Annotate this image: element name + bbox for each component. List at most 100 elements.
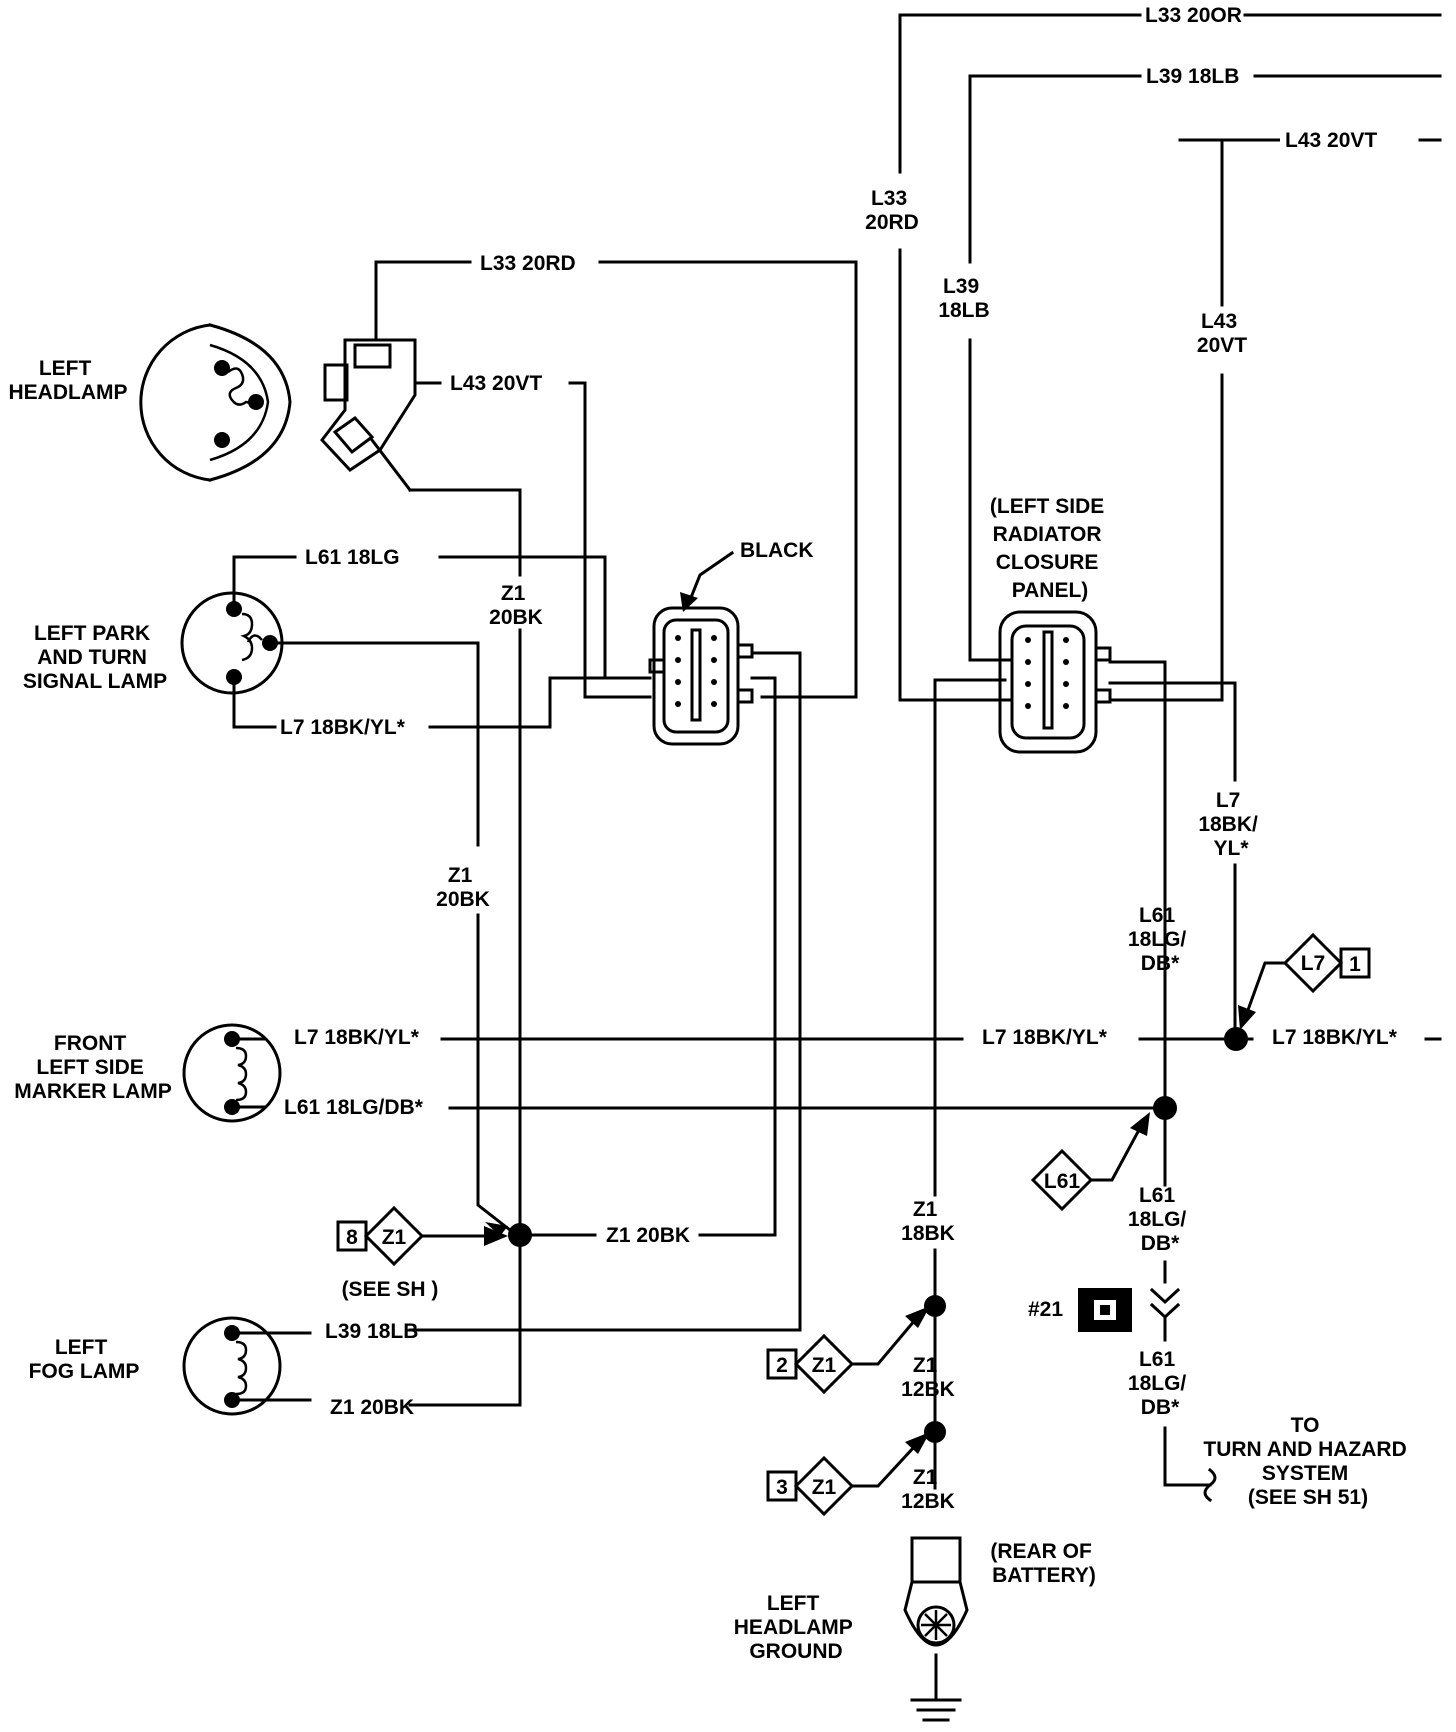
z1-splice-point: [508, 1223, 532, 1247]
park-line2: AND TURN: [37, 646, 147, 669]
ground-c-line2: 12BK: [901, 1490, 955, 1513]
z1-reference-3: [766, 1432, 930, 1517]
headlamp-line1: LEFT: [39, 357, 92, 380]
l33-vert-line2: 20RD: [865, 211, 919, 234]
fog-line2: FOG LAMP: [29, 1360, 140, 1383]
z1-reference-2: [766, 1306, 930, 1395]
z1-ref-8-label: Z1: [382, 1226, 407, 1249]
mid-z1-wire: [476, 913, 513, 1233]
l61-to-turn-hazard: [1163, 1426, 1212, 1487]
z1-splice-wire: [698, 676, 777, 1237]
park-l61-wire: [232, 555, 297, 611]
black-connector-arrow: [680, 592, 698, 612]
l33-vert-line1: L33: [871, 187, 907, 210]
wire-label-hl-l43: L43 20VT: [450, 372, 542, 395]
l61-lower-line1: L61: [1139, 1348, 1176, 1371]
top-wires: [898, 13, 1442, 702]
l61-splice: [1153, 1096, 1177, 1120]
wire-label-hl-l33: L33 20RD: [480, 252, 576, 275]
wire-label-l43-vert: L43 20VT: [1197, 310, 1247, 357]
wire-label-l33-vert: L33 20RD: [865, 187, 919, 234]
turn-hazard-line1: TO: [1291, 1414, 1320, 1437]
marker-line1: FRONT: [54, 1032, 126, 1055]
z1-ref-3-num: 3: [776, 1476, 788, 1499]
connector-21: [1078, 1288, 1132, 1332]
park-l61-wire-right: [438, 555, 652, 680]
z1-ref-3-arrow: [905, 1432, 930, 1454]
label-left-fog: LEFT FOG LAMP: [29, 1336, 140, 1383]
black-connector: [648, 606, 754, 746]
wire-label-fog-l39: L39 18LB: [325, 1320, 418, 1343]
connector-21-label: #21: [1028, 1298, 1063, 1321]
wire-label-l7-vert: L7 18BK/ YL*: [1198, 789, 1263, 860]
turn-hazard-line3: SYSTEM: [1262, 1462, 1348, 1485]
l43-vert-line1: L43: [1201, 310, 1237, 333]
battery-line2: BATTERY): [992, 1564, 1096, 1587]
wire-label-mid-z1: Z1 20BK: [436, 864, 490, 911]
l61-upper-line2: 18LG/: [1128, 928, 1187, 951]
marker-line3: MARKER LAMP: [14, 1080, 172, 1103]
wire-label-right-l7: L7 18BK/YL*: [1272, 1026, 1398, 1049]
label-left-headlamp: LEFT HEADLAMP: [9, 357, 128, 404]
l61-lower-line2: 18LG/: [1128, 1372, 1187, 1395]
park-line3: SIGNAL LAMP: [23, 670, 167, 693]
l61-upper-line1: L61: [1139, 904, 1176, 927]
wire-label-park-l7: L7 18BK/YL*: [280, 716, 406, 739]
label-turn-hazard: TO TURN AND HAZARD SYSTEM (SEE SH 51): [1203, 1414, 1412, 1509]
l61-right-wire: [1108, 660, 1167, 1017]
wire-label-marker-l7: L7 18BK/YL*: [294, 1026, 420, 1049]
wire-label-l39-vert: L39 18LB: [938, 275, 989, 322]
l39-vert-line2: 18LB: [938, 299, 989, 322]
radiator-line3: CLOSURE: [996, 551, 1099, 574]
label-headlamp-ground: LEFT HEADLAMP GROUND: [734, 1592, 858, 1663]
l61-connector-chevron-1: [1149, 1287, 1181, 1305]
left-headlamp: [139, 323, 292, 482]
wire-label-l39-18lb: L39 18LB: [1146, 65, 1239, 88]
l61-upper-line3: DB*: [1141, 952, 1180, 975]
hl-l33-wire: [374, 260, 472, 342]
turn-hazard-line4: (SEE SH 51): [1248, 1486, 1368, 1509]
radiator-panel-connector: [998, 610, 1112, 754]
l39-vert-line1: L39: [943, 275, 979, 298]
l7-ref-num: 1: [1349, 953, 1361, 976]
label-radiator-panel: (LEFT SIDE RADIATOR CLOSURE PANEL): [990, 495, 1110, 602]
ground-splice-1: [924, 1295, 946, 1317]
ground-terminal: [903, 1536, 969, 1722]
wire-label-ground-z1-b: Z1 12BK: [901, 1354, 955, 1401]
ground-a-line1: Z1: [913, 1198, 938, 1221]
wire-label-l61-upper: L61 18LG/ DB*: [1128, 904, 1192, 975]
park-line1: LEFT PARK: [34, 622, 150, 645]
l7-vert-line3: YL*: [1213, 837, 1249, 860]
hl-l33-wire-right: [598, 260, 858, 699]
ground-line1: LEFT: [767, 1592, 820, 1615]
park-l7-wire: [232, 675, 277, 729]
ground-b-line2: 12BK: [901, 1378, 955, 1401]
wire-label-park-l61: L61 18LG: [305, 546, 400, 569]
l61-lower-line3: DB*: [1141, 1396, 1180, 1419]
l61-mid-line3: DB*: [1141, 1232, 1180, 1255]
fog-l39-wire: [408, 651, 802, 1332]
z1-ref-2-num: 2: [776, 1354, 788, 1377]
hl-z1-line2: 20BK: [489, 606, 543, 629]
z1-reference-8: [336, 1205, 508, 1267]
z1-ground-wire: [933, 678, 1007, 1197]
l7-ref-arrow: [1238, 1005, 1256, 1030]
l61-mid-line1: L61: [1139, 1184, 1176, 1207]
z1-ref-8-num: 8: [346, 1226, 358, 1249]
wire-label-marker-l61: L61 18LG/DB*: [284, 1096, 424, 1119]
mid-z1-line1: Z1: [448, 864, 473, 887]
l7-reference: [1238, 932, 1371, 1030]
wire-label-fog-z1: Z1 20BK: [330, 1396, 414, 1419]
label-black-connector: BLACK: [740, 539, 814, 562]
ground-line3: GROUND: [749, 1640, 842, 1663]
z1-ref-8-arrow: [484, 1226, 508, 1246]
l7-vert-line1: L7: [1216, 789, 1241, 812]
l61-mid-line2: 18LG/: [1128, 1208, 1187, 1231]
z1-ref-3-label: Z1: [812, 1476, 837, 1499]
wire-label-hl-z1: Z1 20BK: [489, 582, 543, 629]
ground-line2: HEADLAMP: [734, 1616, 853, 1639]
black-connector-pointer: [688, 550, 735, 602]
label-left-park-turn: LEFT PARK AND TURN SIGNAL LAMP: [23, 622, 167, 693]
z1-ref-2-label: Z1: [812, 1354, 837, 1377]
